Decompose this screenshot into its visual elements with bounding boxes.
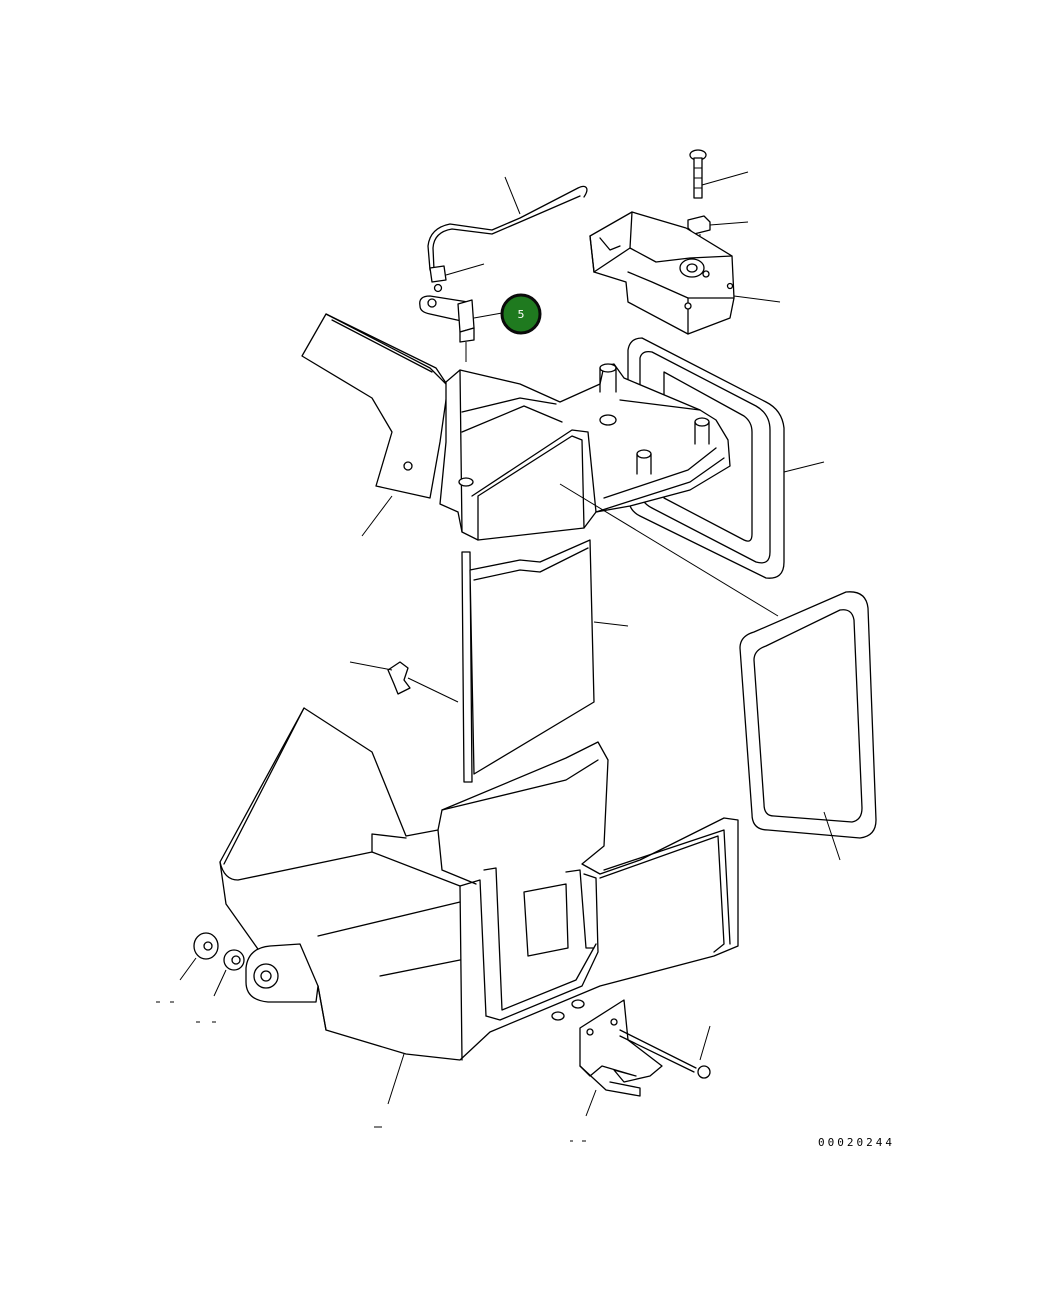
dimension-ticks — [156, 1001, 586, 1142]
lower-housing-part — [219, 707, 739, 1105]
lever-part — [419, 295, 503, 362]
leader-line — [701, 171, 749, 186]
clip-left-part — [349, 661, 459, 703]
leader-line — [504, 176, 521, 215]
filter-part — [461, 539, 629, 783]
leader-line — [783, 461, 825, 473]
leader-line — [445, 263, 485, 276]
bolt-top-part — [689, 149, 749, 199]
bracket-part — [579, 999, 663, 1117]
gasket-small-part — [739, 591, 877, 861]
leader-line — [593, 621, 629, 627]
callout-5-circle[interactable] — [500, 293, 542, 335]
leader-line — [733, 295, 781, 303]
leader-line — [387, 1053, 405, 1105]
leader-line — [559, 483, 779, 617]
callout-5[interactable]: 5 — [500, 293, 542, 335]
leader-line — [349, 661, 393, 671]
callout-5-label: 5 — [518, 308, 525, 321]
leader-line — [699, 1025, 711, 1061]
leader-line — [213, 969, 227, 997]
leader-line — [585, 1089, 597, 1117]
leader-line — [361, 495, 393, 537]
leader-line — [823, 811, 841, 861]
drawing-code: 00020244 — [818, 1136, 895, 1149]
rod-part — [427, 176, 588, 271]
bolt-bottom-part — [619, 1025, 711, 1079]
actuator-part — [589, 211, 781, 335]
rod-clip-part — [429, 263, 485, 293]
leader-line — [709, 221, 749, 226]
nut-part — [213, 949, 245, 997]
washer-part — [179, 932, 219, 981]
leader-line — [179, 957, 197, 981]
upper-housing-part — [301, 313, 779, 617]
leader-line — [473, 312, 503, 319]
